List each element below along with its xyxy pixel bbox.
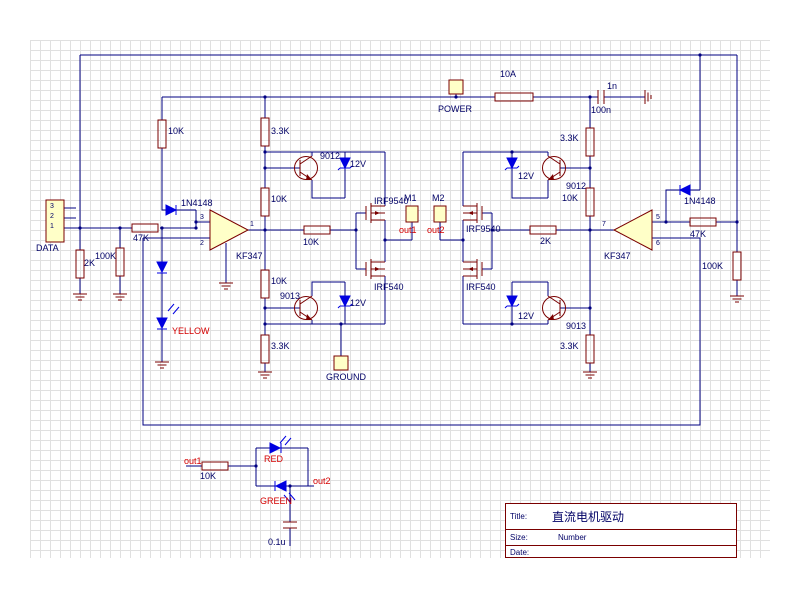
diode-1n4148-left[interactable] [165, 204, 177, 216]
schematic-title: 直流电机驱动 [552, 510, 625, 524]
mosfet-irf540-left[interactable] [365, 258, 386, 280]
junction-dots [78, 53, 739, 488]
title-block: Title: 直流电机驱动 Size: Number Date: [505, 503, 737, 558]
opamp-kf347-right[interactable] [612, 209, 653, 251]
capacitor[interactable] [283, 90, 605, 529]
zener-diode[interactable] [337, 295, 353, 309]
led-green[interactable] [274, 480, 287, 492]
resistor[interactable] [131, 223, 159, 233]
mosfet-irf540-right[interactable] [462, 258, 483, 280]
ground-symbol [154, 361, 170, 369]
wires-left[interactable] [64, 54, 737, 426]
ground-symbol [112, 293, 128, 301]
wires-bottom[interactable] [186, 447, 314, 546]
resistor[interactable] [260, 269, 270, 299]
resistor[interactable] [260, 187, 270, 217]
led-arrows [167, 303, 296, 503]
mosfet-irf9540-left[interactable] [365, 202, 386, 224]
resistor[interactable] [115, 247, 125, 277]
number-label: Number [558, 533, 587, 542]
mosfet-irf9540-right[interactable] [462, 202, 483, 224]
led-red[interactable] [269, 442, 282, 454]
ground-symbol [729, 295, 745, 303]
resistor[interactable] [260, 334, 270, 364]
opamp-kf347-left[interactable] [209, 209, 250, 251]
ground-connector[interactable] [333, 355, 349, 371]
power-connector[interactable] [448, 79, 464, 95]
fuse[interactable] [494, 92, 534, 102]
transistor-9012-left[interactable] [294, 155, 318, 181]
resistor[interactable] [201, 461, 229, 471]
led[interactable] [156, 261, 168, 274]
diode-1n4148-right[interactable] [679, 184, 691, 196]
motor1-connector[interactable] [405, 205, 419, 223]
resistor[interactable] [529, 225, 557, 235]
ground-symbol [72, 293, 88, 301]
zener-diode[interactable] [504, 157, 520, 171]
resistor[interactable] [303, 225, 331, 235]
transistor-9013-right[interactable] [542, 295, 566, 321]
transistor-9012-right[interactable] [542, 155, 566, 181]
led-yellow[interactable] [156, 317, 168, 330]
ground-symbol [644, 89, 652, 105]
resistor[interactable] [585, 187, 595, 217]
title-label: Title: [510, 512, 528, 521]
motor2-connector[interactable] [433, 205, 447, 223]
resistor[interactable] [732, 251, 742, 281]
zener-diode[interactable] [504, 295, 520, 309]
ground-symbol [218, 282, 234, 290]
schematic-grid [30, 40, 770, 558]
ground-symbol [582, 371, 598, 379]
resistor[interactable] [585, 127, 595, 157]
transistor-9013-left[interactable] [294, 295, 318, 321]
size-label: Size: [510, 533, 528, 542]
ground-symbol [257, 371, 273, 379]
data-connector[interactable] [45, 199, 65, 243]
resistor[interactable] [585, 334, 595, 364]
resistor[interactable] [260, 117, 270, 147]
resistor[interactable] [157, 119, 167, 149]
resistor[interactable] [75, 249, 85, 279]
resistor[interactable] [689, 217, 717, 227]
date-label: Date: [510, 547, 530, 557]
wires-right[interactable] [462, 55, 738, 372]
zener-diode[interactable] [337, 157, 353, 171]
